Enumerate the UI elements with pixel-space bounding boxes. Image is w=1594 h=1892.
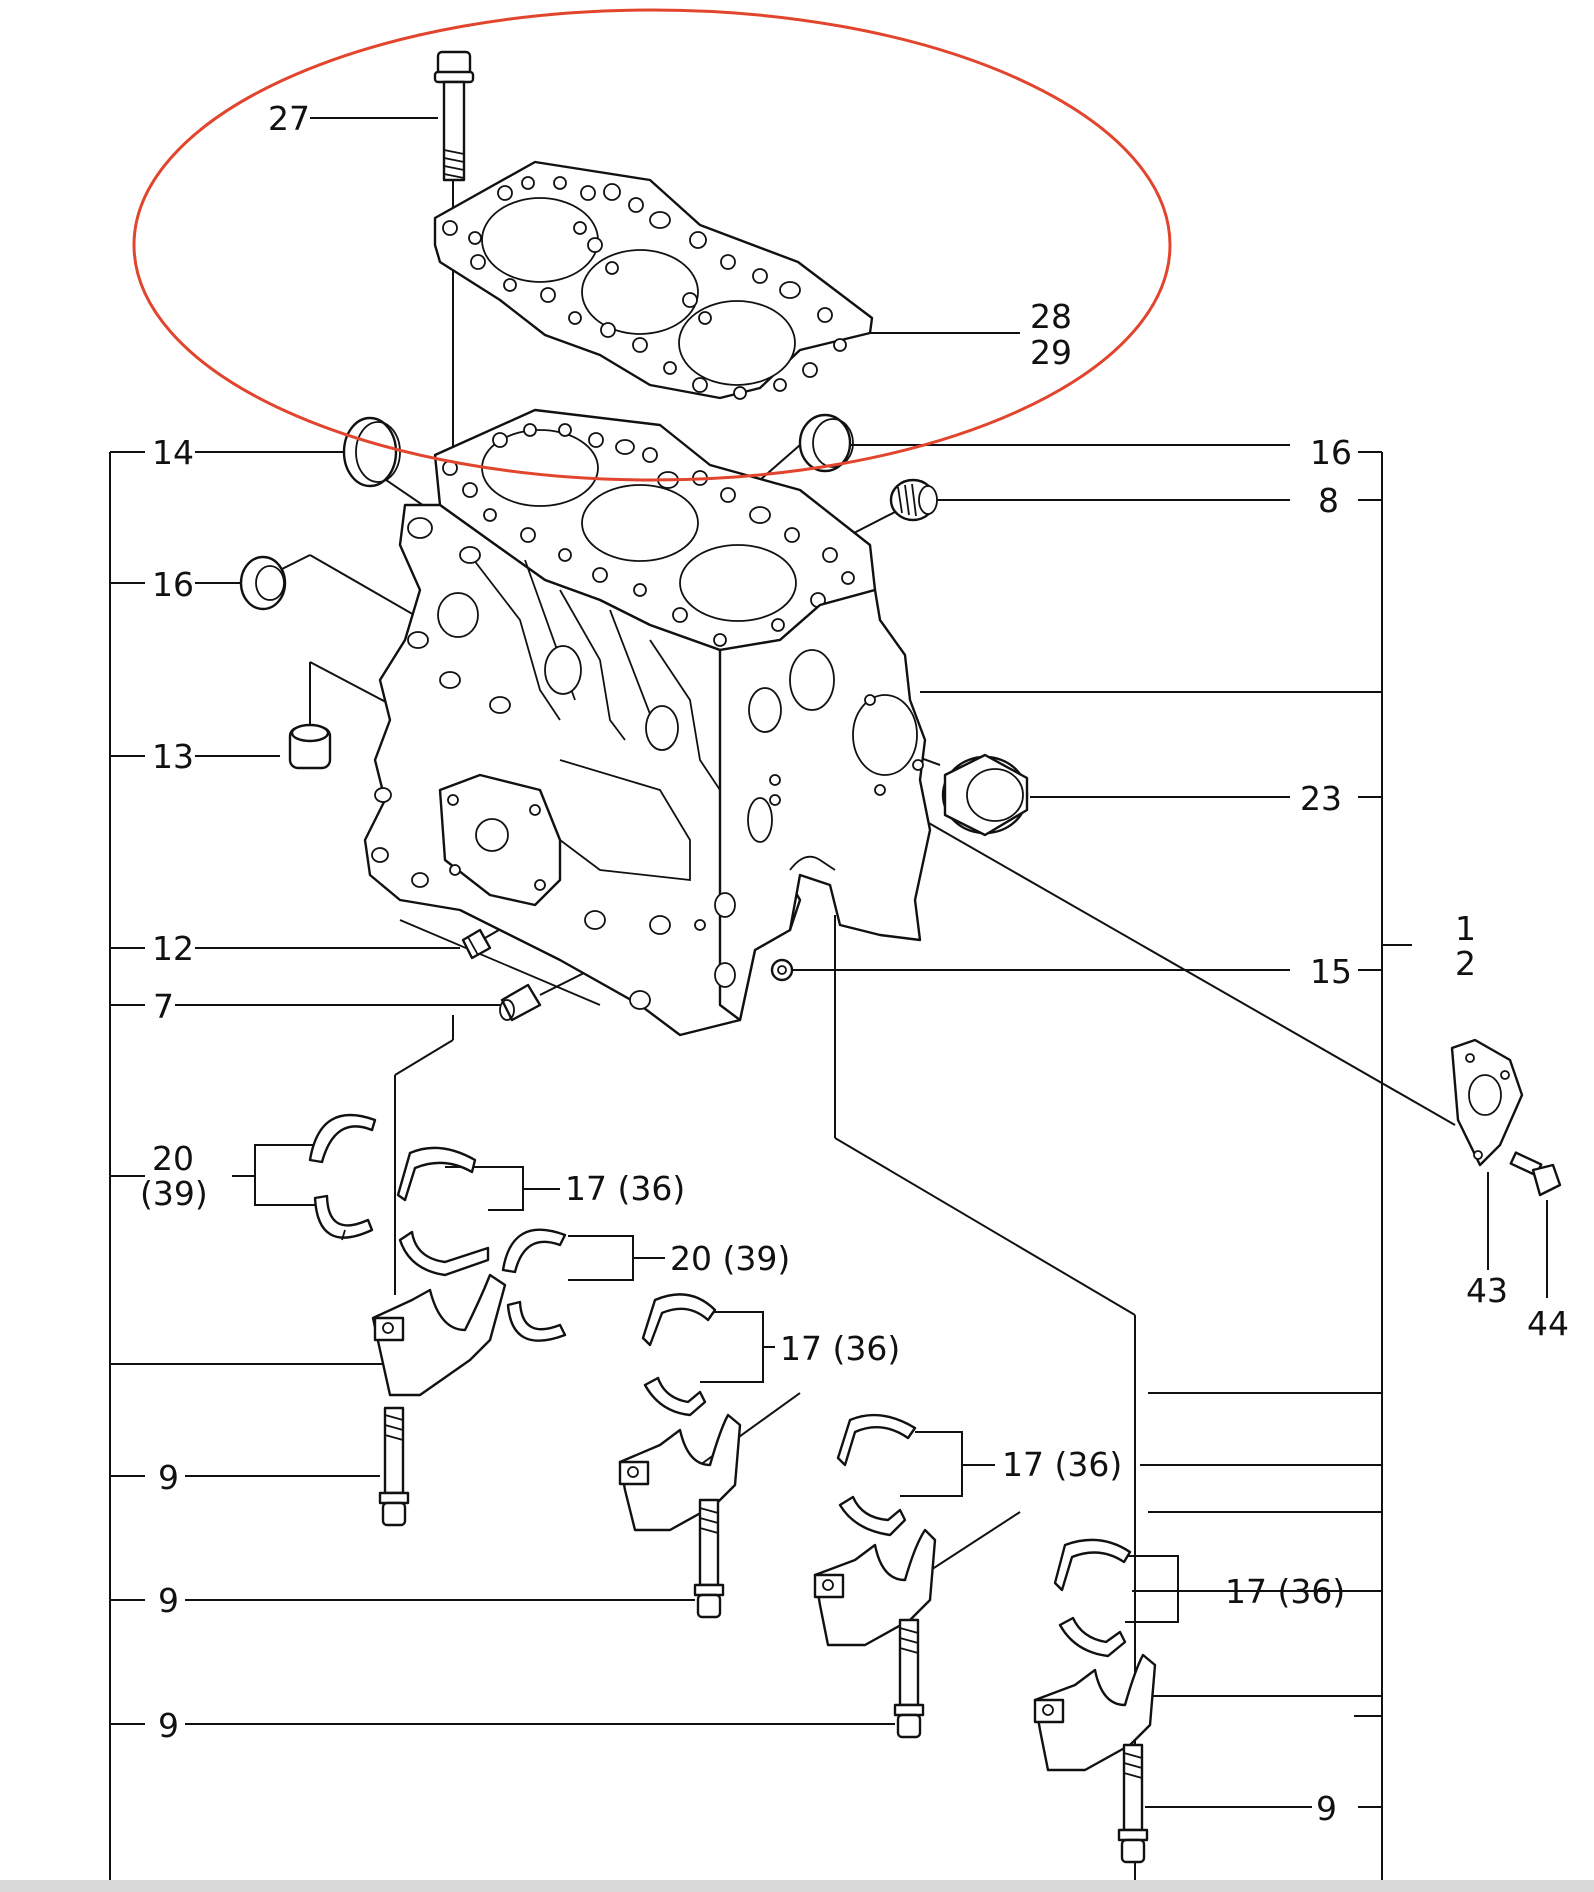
plug-12 [461, 928, 492, 960]
label-44: 44 [1527, 1304, 1569, 1343]
label-9-a: 9 [158, 1458, 179, 1497]
part-labels: 27 28 29 14 16 8 16 13 23 1 2 12 15 7 20… [140, 99, 1569, 1828]
thrust-washer-20-left [308, 1113, 377, 1241]
label-12: 12 [152, 929, 194, 968]
label-16-right: 16 [1310, 433, 1352, 472]
label-20-left: 20 [152, 1139, 194, 1178]
bearing-shell-17-d [1053, 1538, 1132, 1658]
label-39-left: (39) [140, 1174, 208, 1213]
bearing-shell-17-a [396, 1146, 490, 1277]
label-9-b: 9 [158, 1581, 179, 1620]
label-15: 15 [1310, 952, 1352, 991]
main-bolt-9-b [693, 1498, 725, 1619]
bearing-shell-17-c [836, 1413, 917, 1537]
thrust-washer-20-right [501, 1228, 567, 1342]
bearing-cap-2 [618, 1413, 742, 1532]
bearing-cap-3 [813, 1528, 937, 1647]
label-17-d: 17 (36) [1225, 1572, 1345, 1611]
highlight-ellipse [132, 8, 1172, 482]
label-1: 1 [1455, 909, 1476, 948]
plug-15 [770, 958, 794, 982]
plug-16-top [798, 413, 854, 473]
label-9-c: 9 [158, 1706, 179, 1745]
label-29: 29 [1030, 333, 1072, 372]
bushing-23 [941, 753, 1029, 837]
label-13: 13 [152, 737, 194, 776]
label-17-b: 17 (36) [780, 1329, 900, 1368]
bearing-cap-1 [371, 1273, 507, 1397]
label-17-c: 17 (36) [1002, 1445, 1122, 1484]
label-43: 43 [1466, 1271, 1508, 1310]
plate-43 [1450, 1038, 1524, 1167]
head-gasket-28-29 [433, 160, 874, 400]
cylinder-block [363, 408, 932, 1037]
main-bolt-9-d [1117, 1743, 1149, 1864]
bearing-shell-17-b [641, 1293, 717, 1417]
label-27: 27 [268, 99, 310, 138]
label-14: 14 [152, 433, 194, 472]
label-7: 7 [153, 987, 174, 1026]
bolt-44 [1509, 1151, 1562, 1197]
label-28: 28 [1030, 297, 1072, 336]
main-bolt-9-a [378, 1406, 410, 1527]
plug-7 [499, 983, 542, 1022]
label-8: 8 [1318, 481, 1339, 520]
seal-16-left [239, 555, 287, 611]
bearing-cap-4 [1033, 1653, 1157, 1772]
label-16-left: 16 [152, 565, 194, 604]
bottom-edge-bar [0, 1880, 1594, 1892]
main-bolt-9-c [893, 1618, 925, 1739]
plug-8 [889, 478, 938, 522]
plug-13 [288, 723, 332, 770]
plug-14 [342, 416, 401, 488]
head-bolt-27 [433, 50, 475, 182]
label-2: 2 [1455, 944, 1476, 983]
label-20-right: 20 (39) [670, 1239, 790, 1278]
label-23: 23 [1300, 779, 1342, 818]
label-17-a: 17 (36) [565, 1169, 685, 1208]
label-9-d: 9 [1316, 1789, 1337, 1828]
